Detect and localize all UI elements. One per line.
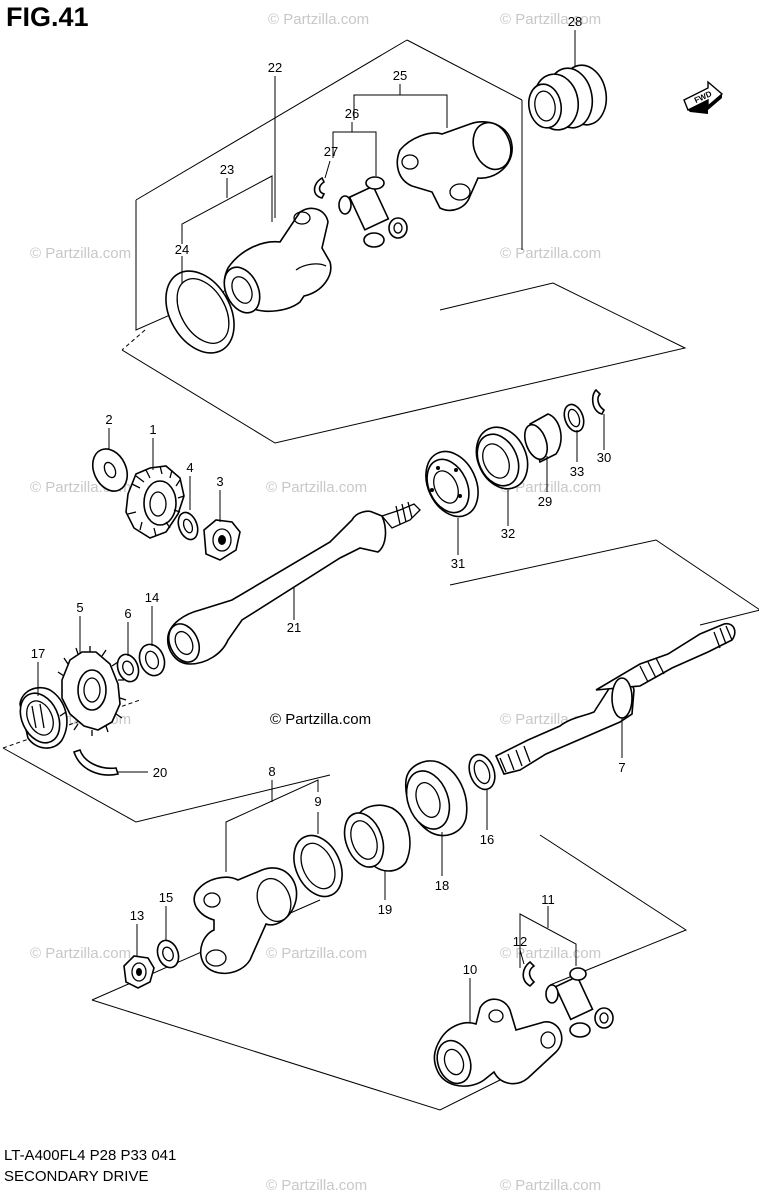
part-label-15[interactable]: 15 (159, 890, 173, 905)
watermark: © Partzilla.com (30, 945, 131, 962)
part-15-washer (156, 939, 180, 969)
part-28-boot (527, 64, 608, 131)
forward-arrow-icon: FWD (683, 80, 724, 114)
part-label-26[interactable]: 26 (345, 106, 359, 121)
part-label-32[interactable]: 32 (501, 526, 515, 541)
part-label-6[interactable]: 6 (124, 606, 131, 621)
part-11-spider (545, 967, 614, 1038)
part-label-14[interactable]: 14 (145, 590, 159, 605)
part-label-13[interactable]: 13 (130, 908, 144, 923)
part-label-4[interactable]: 4 (186, 460, 193, 475)
part-4-washer (177, 511, 199, 541)
part-23-yoke (223, 207, 332, 314)
part-26-spider (338, 176, 408, 248)
part-label-27[interactable]: 27 (324, 144, 338, 159)
watermark: © Partzilla.com (500, 11, 601, 28)
part-24-seal (165, 270, 235, 354)
part-8-yoke (193, 867, 298, 975)
part-label-28[interactable]: 28 (568, 14, 582, 29)
watermark: © Partzilla.com (266, 1177, 367, 1194)
part-label-20[interactable]: 20 (153, 765, 167, 780)
leader-lines (37, 30, 623, 1022)
part-18-bearing (405, 760, 468, 837)
part-33-ring (563, 403, 585, 433)
diagram-name: SECONDARY DRIVE (4, 1168, 149, 1185)
part-label-5[interactable]: 5 (76, 600, 83, 615)
part-20-circlip (72, 748, 120, 776)
watermark: © Partzilla.com (500, 1177, 601, 1194)
part-label-2[interactable]: 2 (105, 412, 112, 427)
part-label-1[interactable]: 1 (149, 422, 156, 437)
part-29-collar (523, 413, 562, 464)
part-label-21[interactable]: 21 (287, 620, 301, 635)
model-code: LT-A400FL4 P28 P33 041 (4, 1147, 177, 1164)
part-17-bearing (19, 686, 68, 749)
part-label-8[interactable]: 8 (268, 764, 275, 779)
part-label-23[interactable]: 23 (220, 162, 234, 177)
part-7-drive-shaft (494, 622, 736, 775)
part-label-29[interactable]: 29 (538, 494, 552, 509)
watermark: © Partzilla.com (268, 11, 369, 28)
part-number-labels: 28 22 25 26 27 23 24 2 1 4 3 30 33 29 32… (31, 14, 626, 977)
part-label-22[interactable]: 22 (268, 60, 282, 75)
part-9-seal (293, 834, 343, 898)
watermark: © Partzilla.com (500, 245, 601, 262)
part-1-bevel-gear (125, 465, 185, 539)
part-10-yoke (433, 998, 563, 1087)
assembly-box-lower (91, 834, 688, 1111)
watermark-main: © Partzilla.com (270, 711, 371, 728)
part-14-collar (138, 643, 166, 677)
part-label-16[interactable]: 16 (480, 832, 494, 847)
part-label-18[interactable]: 18 (435, 878, 449, 893)
part-label-11[interactable]: 11 (541, 892, 555, 907)
watermark: © Partzilla.com (500, 479, 601, 496)
part-label-33[interactable]: 33 (570, 464, 584, 479)
part-27-circlip (313, 176, 326, 199)
part-30-circlip (591, 388, 606, 415)
part-label-30[interactable]: 30 (597, 450, 611, 465)
part-21-propeller-shaft (166, 501, 421, 665)
part-label-31[interactable]: 31 (451, 556, 465, 571)
watermark: © Partzilla.com (266, 945, 367, 962)
part-2-washer (91, 448, 129, 492)
part-label-9[interactable]: 9 (314, 794, 321, 809)
part-label-10[interactable]: 10 (463, 962, 477, 977)
part-31-bearing (425, 450, 479, 518)
part-label-24[interactable]: 24 (175, 242, 189, 257)
part-5-gear (57, 646, 127, 736)
part-label-3[interactable]: 3 (216, 474, 223, 489)
part-16-ring (468, 753, 496, 791)
figure-title: FIG.41 (6, 2, 89, 32)
part-6-washer (116, 653, 140, 683)
watermark: © Partzilla.com (266, 479, 367, 496)
part-label-19[interactable]: 19 (378, 902, 392, 917)
part-label-25[interactable]: 25 (393, 68, 407, 83)
watermark: © Partzilla.com (30, 245, 131, 262)
part-19-seal (343, 804, 411, 872)
part-label-12[interactable]: 12 (513, 934, 527, 949)
part-label-7[interactable]: 7 (618, 760, 625, 775)
part-12-circlip (522, 960, 536, 988)
part-label-17[interactable]: 17 (31, 646, 45, 661)
part-32-seal (475, 426, 529, 490)
part-3-nut (203, 519, 241, 561)
part-25-yoke (396, 121, 513, 212)
part-13-nut (123, 955, 155, 989)
